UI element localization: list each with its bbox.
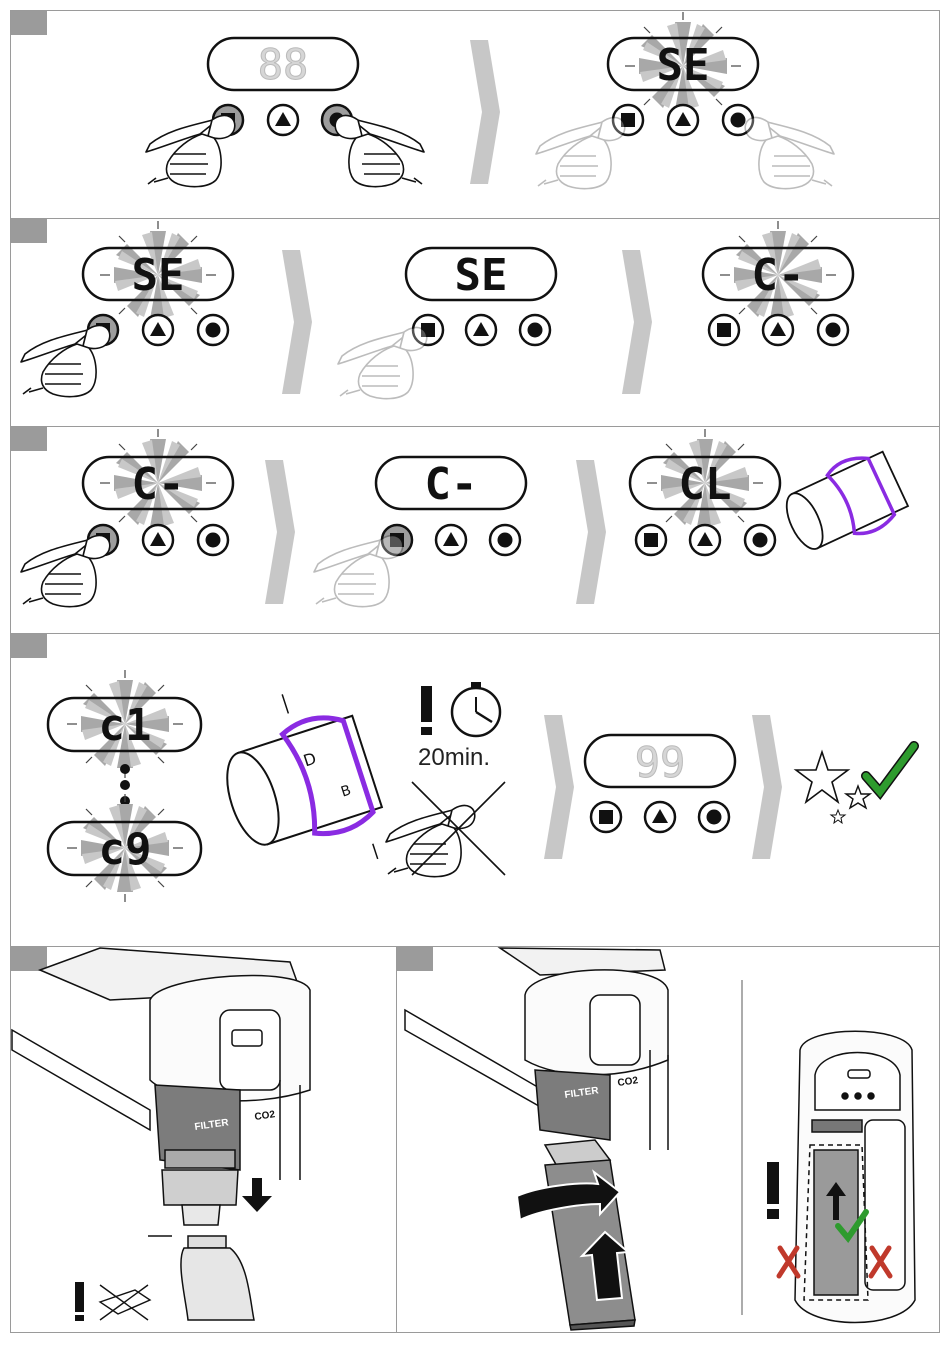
svg-text:C-: C- [425, 459, 478, 510]
display-digits: 88 [258, 40, 309, 89]
svg-text:c9: c9 [99, 824, 152, 875]
display-se: SE [657, 40, 710, 91]
svg-text:c1: c1 [99, 700, 152, 751]
svg-text:CO2: CO2 [617, 1075, 639, 1089]
svg-text:C-: C- [132, 459, 185, 510]
svg-text:99: 99 [635, 738, 686, 787]
svg-text:CL: CL [679, 459, 732, 510]
svg-text:SE: SE [455, 250, 508, 301]
svg-text:CO2: CO2 [254, 1109, 276, 1123]
svg-text:C-: C- [752, 250, 805, 301]
svg-text:SE: SE [132, 250, 185, 301]
timer-label: 20min. [418, 744, 490, 772]
